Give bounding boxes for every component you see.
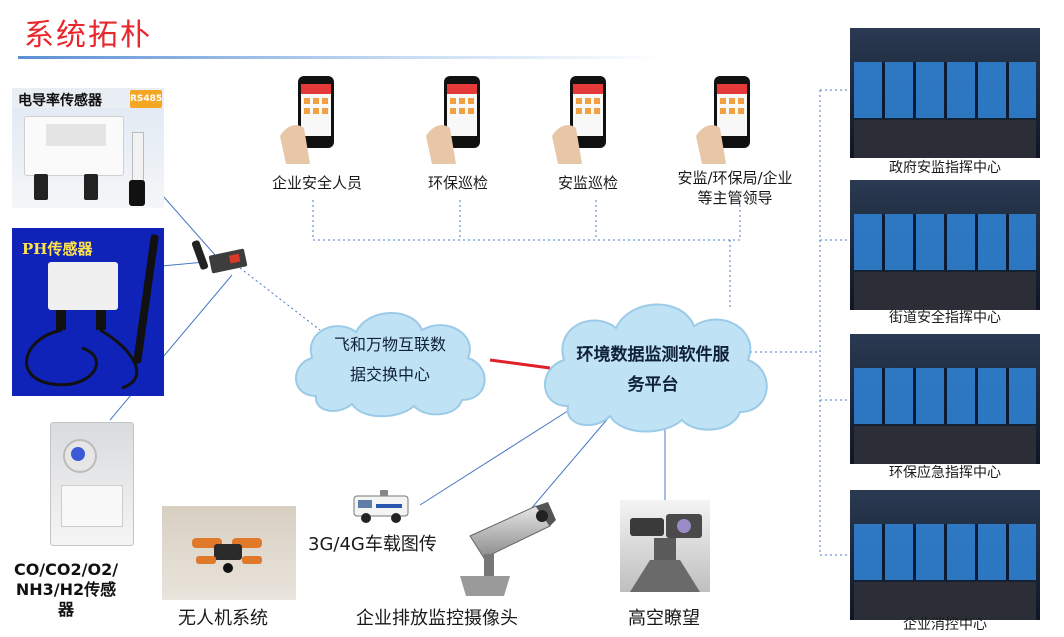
platform-line-2: 务平台 <box>627 375 679 395</box>
ph-sensor-title: PH传感器 <box>22 240 93 258</box>
command-center-image-3 <box>850 334 1040 464</box>
phone-supervisors <box>696 76 760 164</box>
mobile-label-env: 环保巡检 <box>427 174 488 192</box>
exchange-line-2: 据交换中心 <box>349 365 430 384</box>
vehicle-icon <box>353 490 409 523</box>
mobile-label-enterprise: 企业安全人员 <box>271 174 362 192</box>
gas-sensor-label: CO/CO2/O2/ NH3/H2传感 器 <box>0 560 132 620</box>
gas-label-line-3: 器 <box>57 600 74 619</box>
drone-image <box>162 506 296 600</box>
command-center-image-2 <box>850 180 1040 310</box>
exchange-cloud <box>295 312 486 418</box>
phone-safety-patrol <box>552 76 616 164</box>
command-center-label-4: 企业消控中心 <box>903 617 987 633</box>
rs485-badge: RS485 <box>130 90 162 108</box>
platform-cloud <box>544 303 768 433</box>
exchange-line-1: 飞和万物互联数 <box>333 335 446 354</box>
title-underline <box>18 56 668 59</box>
platform-line-1: 环境数据监测软件服 <box>576 345 730 365</box>
command-center-image-4 <box>850 490 1040 620</box>
gas-label-line-2: NH3/H2传感 <box>15 580 117 599</box>
mobile-label-safety: 安监巡检 <box>557 174 618 192</box>
line-vehicle-platform <box>419 399 586 506</box>
camera-label: 企业排放监控摄像头 <box>356 608 518 629</box>
mobile-bus <box>312 200 741 241</box>
conductivity-sensor-title: 电导率传感器 <box>18 93 102 109</box>
phone-enterprise-safety <box>280 76 344 164</box>
camera-icon <box>460 502 556 596</box>
drone-label: 无人机系统 <box>178 608 268 629</box>
gas-label-line-1: CO/CO2/O2/ <box>13 560 119 579</box>
vehicle-label: 3G/4G车载图传 <box>308 534 437 555</box>
conductivity-sensor-image: 电导率传感器 RS485 <box>12 88 164 208</box>
platform-cloud-label: 环境数据监测软件服 务平台 <box>548 340 758 400</box>
line-camera-platform <box>529 409 616 511</box>
gas-sensor-image <box>50 422 134 546</box>
line-hub-exchange <box>239 267 321 331</box>
command-center-image-1 <box>850 28 1040 158</box>
command-center-label-1: 政府安监指挥中心 <box>889 160 1001 176</box>
phone-env-patrol <box>426 76 490 164</box>
ph-sensor-image: PH传感器 <box>12 228 164 396</box>
exchange-cloud-label: 飞和万物互联数 据交换中心 <box>300 330 480 390</box>
command-center-label-2: 街道安全指挥中心 <box>889 310 1001 326</box>
lookout-image <box>620 500 710 592</box>
page-title: 系统拓朴 <box>24 18 152 53</box>
command-center-label-3: 环保应急指挥中心 <box>889 465 1001 481</box>
lookout-label: 高空瞭望 <box>628 608 700 629</box>
link-exchange-platform <box>489 358 551 370</box>
mobile-label-supervisors: 安监/环保局/企业等主管领导 <box>677 169 793 207</box>
